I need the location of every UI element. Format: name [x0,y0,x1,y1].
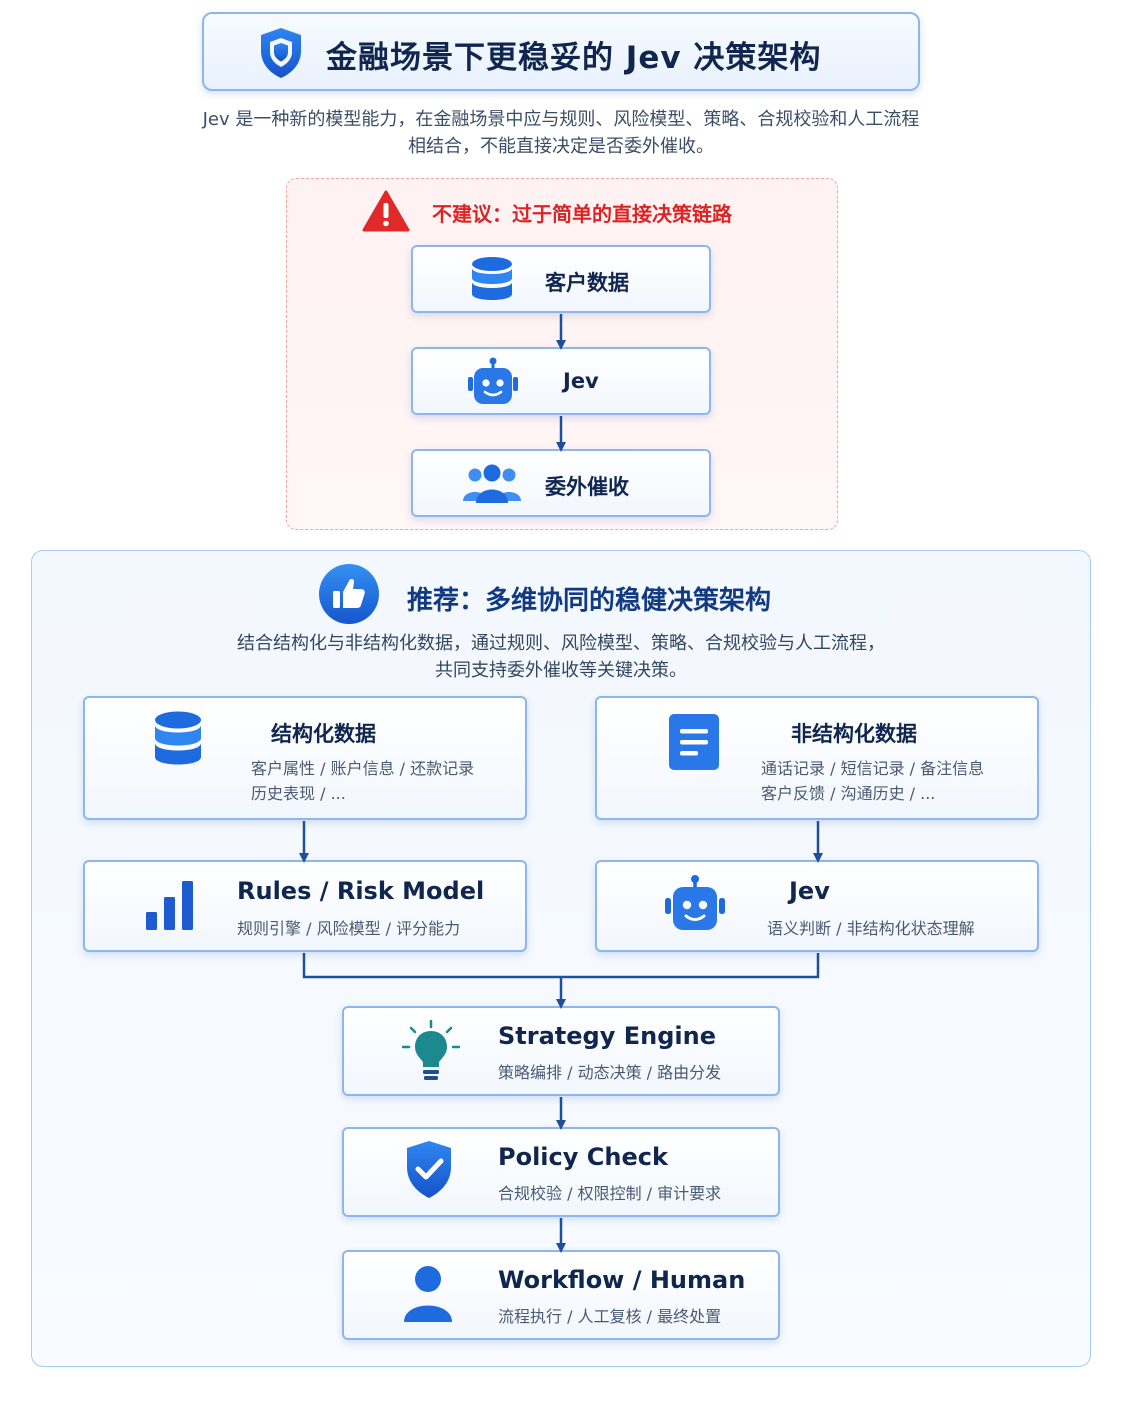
database-icon [472,257,512,300]
structured-data-desc-line2: 历史表现 / ... [251,784,346,803]
bar-chart-icon [146,881,193,930]
strategy-engine-desc: 策略编排 / 动态决策 / 路由分发 [498,1063,722,1082]
lightbulb-icon [402,1020,460,1080]
rules-risk-model-title: Rules / Risk Model [237,877,485,905]
unstructured-data-title: 非结构化数据 [791,722,917,746]
person-icon [404,1266,452,1322]
jev-title: Jev [789,877,830,905]
bad-step-outsource: 委外催收 [411,449,711,517]
merge-connector [302,953,820,979]
recommended-title: 推荐：多维协同的稳健决策架构 [407,586,772,616]
users-icon [463,464,521,503]
workflow-human-desc: 流程执行 / 人工复核 / 最终处置 [498,1307,722,1326]
recommended-subtitle-line1: 结合结构化与非结构化数据，通过规则、风险模型、策略、合规校验与人工流程， [237,633,885,654]
unstructured-data-desc-line2: 客户反馈 / 沟通历史 / ... [761,784,936,803]
shield-check-icon [407,1141,451,1198]
workflow-human-card: Workflow / Human 流程执行 / 人工复核 / 最终处置 [342,1250,780,1340]
workflow-human-title: Workflow / Human [498,1266,746,1294]
policy-check-card: Policy Check 合规校验 / 权限控制 / 审计要求 [342,1127,780,1217]
rules-risk-model-desc: 规则引擎 / 风险模型 / 评分能力 [237,919,461,938]
jev-desc: 语义判断 / 非结构化状态理解 [767,919,975,938]
bad-step-jev: Jev [411,347,711,415]
strategy-engine-card: Strategy Engine 策略编排 / 动态决策 / 路由分发 [342,1006,780,1096]
strategy-engine-title: Strategy Engine [498,1022,716,1050]
policy-check-title: Policy Check [498,1143,668,1171]
document-icon [669,714,719,770]
warning-icon [362,190,410,232]
jev-card: Jev 语义判断 / 非结构化状态理解 [595,860,1039,952]
page-subtitle-line1: Jev 是一种新的模型能力，在金融场景中应与规则、风险模型、策略、合规校验和人工… [202,109,920,130]
thumbs-up-icon [319,564,379,624]
bad-step-label: 客户数据 [545,271,629,295]
bad-step-label: Jev [563,369,599,393]
structured-data-desc-line1: 客户属性 / 账户信息 / 还款记录 [251,759,475,778]
not-recommended-title: 不建议：过于简单的直接决策链路 [432,202,732,226]
robot-icon [468,357,518,404]
page-title: 金融场景下更稳妥的 Jev 决策架构 [326,40,822,76]
database-icon [155,711,201,765]
shield-icon [261,28,301,78]
structured-data-card: 结构化数据 客户属性 / 账户信息 / 还款记录 历史表现 / ... [83,696,527,820]
bad-step-customer-data: 客户数据 [411,245,711,313]
bad-step-label: 委外催收 [545,475,629,499]
rules-risk-model-card: Rules / Risk Model 规则引擎 / 风险模型 / 评分能力 [83,860,527,952]
recommended-subtitle-line2: 共同支持委外催收等关键决策。 [435,660,687,681]
title-box [202,12,920,91]
unstructured-data-desc-line1: 通话记录 / 短信记录 / 备注信息 [761,759,985,778]
page-subtitle-line2: 相结合，不能直接决定是否委外催收。 [408,136,714,157]
policy-check-desc: 合规校验 / 权限控制 / 审计要求 [498,1184,722,1203]
unstructured-data-card: 非结构化数据 通话记录 / 短信记录 / 备注信息 客户反馈 / 沟通历史 / … [595,696,1039,820]
structured-data-title: 结构化数据 [271,722,376,746]
robot-icon [665,875,725,930]
